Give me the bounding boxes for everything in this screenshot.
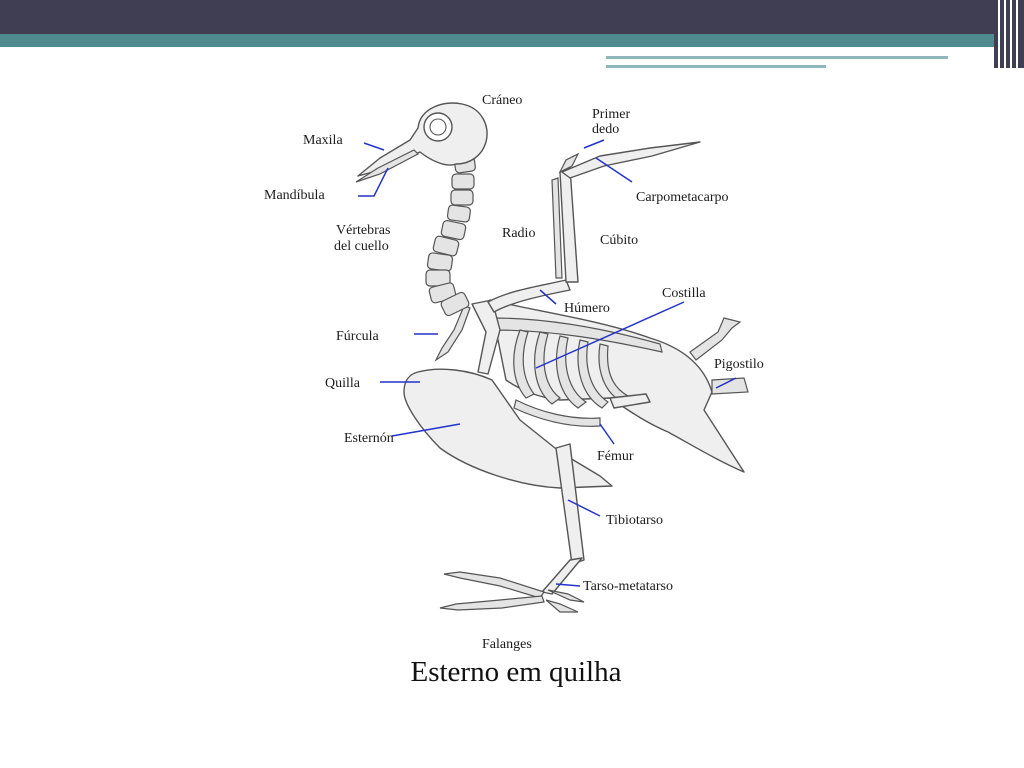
label-quilla: Quilla [325,376,361,391]
ulna [559,167,579,283]
label-tibiotarso: Tibiotarso [606,513,663,528]
tarsometatarsus [541,557,583,595]
header-stripes [994,0,1024,68]
radius [551,177,563,279]
label-radio: Radio [502,226,535,241]
tibiotarsus [555,443,585,565]
phalanges [439,571,585,613]
label-vertebras-line2: del cuello [334,239,389,254]
label-furcula: Fúrcula [336,329,380,344]
header-bar-dark [0,0,1024,34]
label-mandibula: Mandíbula [264,188,325,203]
label-falanges: Falanges [482,637,532,652]
bird-skeleton [355,102,749,613]
ribs [513,329,629,427]
neck-vertebrae [425,156,476,317]
carpometacarpus [561,141,701,179]
pelvis [489,299,745,473]
header-bar-teal [0,34,1024,47]
label-primer-line1: Primer [592,107,630,122]
label-craneo: Cráneo [482,93,522,108]
slide-caption: Esterno em quilha [410,656,622,688]
label-maxila: Maxila [303,133,343,148]
label-esternon: Esternón [344,431,394,446]
label-tarso-metatarso: Tarso-metatarso [583,579,673,594]
first-digit [558,152,580,174]
label-primer-line2: dedo [592,122,619,137]
eye-orbit [423,112,453,142]
femur [609,393,651,409]
label-femur: Fémur [597,449,634,464]
header-accent-line [606,56,948,59]
leader-lines [358,139,737,587]
humerus [487,279,571,313]
header-accent-line-short [606,65,826,68]
label-costilla: Costilla [662,286,706,301]
scapula [491,317,663,353]
label-humero: Húmero [564,301,610,316]
label-carpometacarpo: Carpometacarpo [636,190,729,205]
skull [357,102,488,177]
tail-vertebrae [689,317,742,361]
furcula [434,305,471,362]
label-pigostilo: Pigostilo [714,357,764,372]
label-vertebras-line1: Vértebras [336,223,390,238]
label-cubito: Cúbito [600,233,638,248]
